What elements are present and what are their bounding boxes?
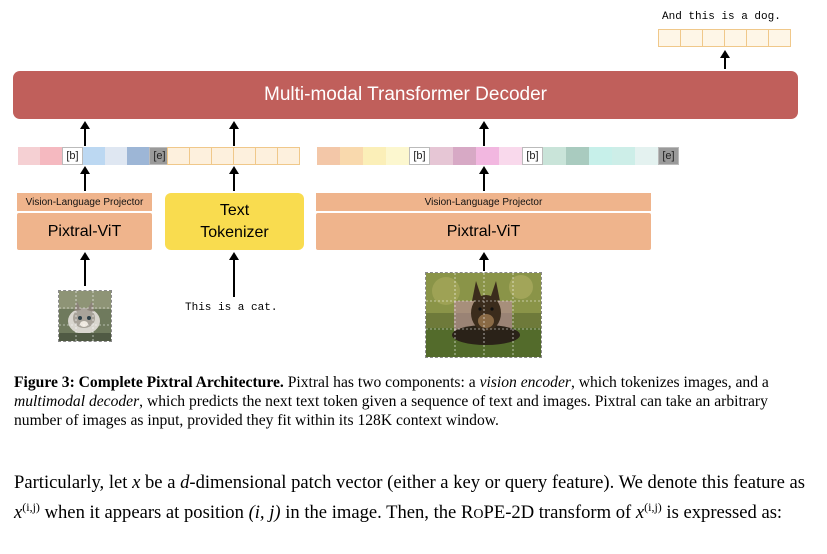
arrow-dog-image-to-vit bbox=[479, 252, 489, 271]
var-x: x bbox=[132, 472, 141, 493]
image-token bbox=[340, 147, 363, 165]
right-vision-language-projector: Vision-Language Projector bbox=[316, 193, 651, 211]
left-image-token-row: [b][e] bbox=[18, 147, 170, 165]
tokenizer-label-line1: Text bbox=[219, 201, 250, 219]
right-pixtral-vit: Pixtral-ViT bbox=[316, 213, 651, 250]
var-x: x bbox=[635, 502, 645, 524]
para-text: -dimensional patch vector (either a key … bbox=[189, 472, 806, 493]
end-token: [e] bbox=[658, 147, 679, 165]
output-token bbox=[702, 29, 725, 47]
image-token bbox=[453, 147, 476, 165]
text-token bbox=[233, 147, 256, 165]
superscript-ij: (i,j) bbox=[22, 500, 40, 514]
text-token bbox=[189, 147, 212, 165]
figure-caption: Figure 3: Complete Pixtral Architecture.… bbox=[14, 373, 814, 430]
arrow-tokenizer-to-tokens bbox=[229, 166, 239, 191]
position-ij: (i, j) bbox=[248, 502, 281, 524]
break-token: [b] bbox=[62, 147, 83, 165]
image-token bbox=[635, 147, 658, 165]
output-token bbox=[724, 29, 747, 47]
superscript-ij: (i,j) bbox=[644, 500, 662, 514]
output-text: And this is a dog. bbox=[662, 11, 781, 23]
image-token bbox=[363, 147, 386, 165]
left-vision-language-projector: Vision-Language Projector bbox=[17, 193, 152, 211]
image-token bbox=[40, 147, 62, 165]
arrow-left-tokens-to-decoder bbox=[80, 121, 90, 146]
caption-em-1: vision encoder bbox=[479, 374, 571, 391]
tokenizer-label-line2: Tokenizer bbox=[200, 223, 269, 241]
para-text: is expressed as: bbox=[661, 502, 783, 524]
image-token bbox=[543, 147, 566, 165]
output-token-row bbox=[658, 29, 791, 47]
caption-em-2: multimodal decoder bbox=[14, 393, 140, 410]
dog-image bbox=[425, 272, 542, 358]
image-token bbox=[83, 147, 105, 165]
arrow-cat-image-to-vit bbox=[80, 252, 90, 286]
para-text: be a bbox=[140, 472, 181, 493]
image-token bbox=[127, 147, 149, 165]
input-text: This is a cat. bbox=[185, 302, 278, 314]
arrow-text-tokens-to-decoder bbox=[229, 121, 239, 146]
image-token bbox=[589, 147, 612, 165]
arrow-left-projector-to-tokens bbox=[80, 166, 90, 191]
caption-text-1: Pixtral has two components: a bbox=[283, 374, 480, 391]
rope-small-caps: O bbox=[473, 507, 484, 523]
caption-text-2: , which tokenizes images, and a bbox=[570, 374, 769, 391]
image-token bbox=[317, 147, 340, 165]
output-token bbox=[768, 29, 791, 47]
image-token bbox=[105, 147, 127, 165]
arrow-input-text-to-tokenizer bbox=[229, 252, 239, 297]
output-token bbox=[746, 29, 769, 47]
image-token bbox=[430, 147, 453, 165]
para-text: PE-2D transform of bbox=[483, 502, 636, 524]
arrow-right-projector-to-tokens bbox=[479, 166, 489, 191]
arrow-decoder-to-output bbox=[720, 50, 730, 69]
left-pixtral-vit: Pixtral-ViT bbox=[17, 213, 152, 250]
text-token-row bbox=[167, 147, 300, 165]
output-token bbox=[680, 29, 703, 47]
image-token bbox=[566, 147, 589, 165]
image-token bbox=[612, 147, 635, 165]
para-text: in the image. Then, the R bbox=[280, 502, 474, 524]
text-token bbox=[255, 147, 278, 165]
text-token bbox=[167, 147, 190, 165]
caption-label: Figure 3: Complete Pixtral Architecture. bbox=[14, 374, 284, 391]
para-text: Particularly, let bbox=[14, 472, 133, 493]
break-token: [b] bbox=[522, 147, 543, 165]
text-token bbox=[277, 147, 300, 165]
image-token bbox=[476, 147, 499, 165]
transformer-decoder: Multi-modal Transformer Decoder bbox=[13, 71, 798, 119]
body-paragraph: Particularly, let x be a d-dimensional p… bbox=[14, 471, 812, 527]
output-token bbox=[658, 29, 681, 47]
image-token bbox=[386, 147, 409, 165]
var-x: x bbox=[14, 502, 23, 524]
arrow-right-tokens-to-decoder bbox=[479, 121, 489, 146]
text-token bbox=[211, 147, 234, 165]
text-tokenizer: Text Tokenizer bbox=[165, 193, 304, 250]
break-token: [b] bbox=[409, 147, 430, 165]
caption-text-3: , which predicts the next text token giv… bbox=[14, 393, 768, 429]
var-d: d bbox=[180, 472, 190, 493]
image-token bbox=[18, 147, 40, 165]
para-text: when it appears at position bbox=[39, 502, 249, 524]
cat-image bbox=[58, 290, 112, 342]
image-token bbox=[499, 147, 522, 165]
right-image-token-row: [b] [b] [e] bbox=[317, 147, 679, 165]
